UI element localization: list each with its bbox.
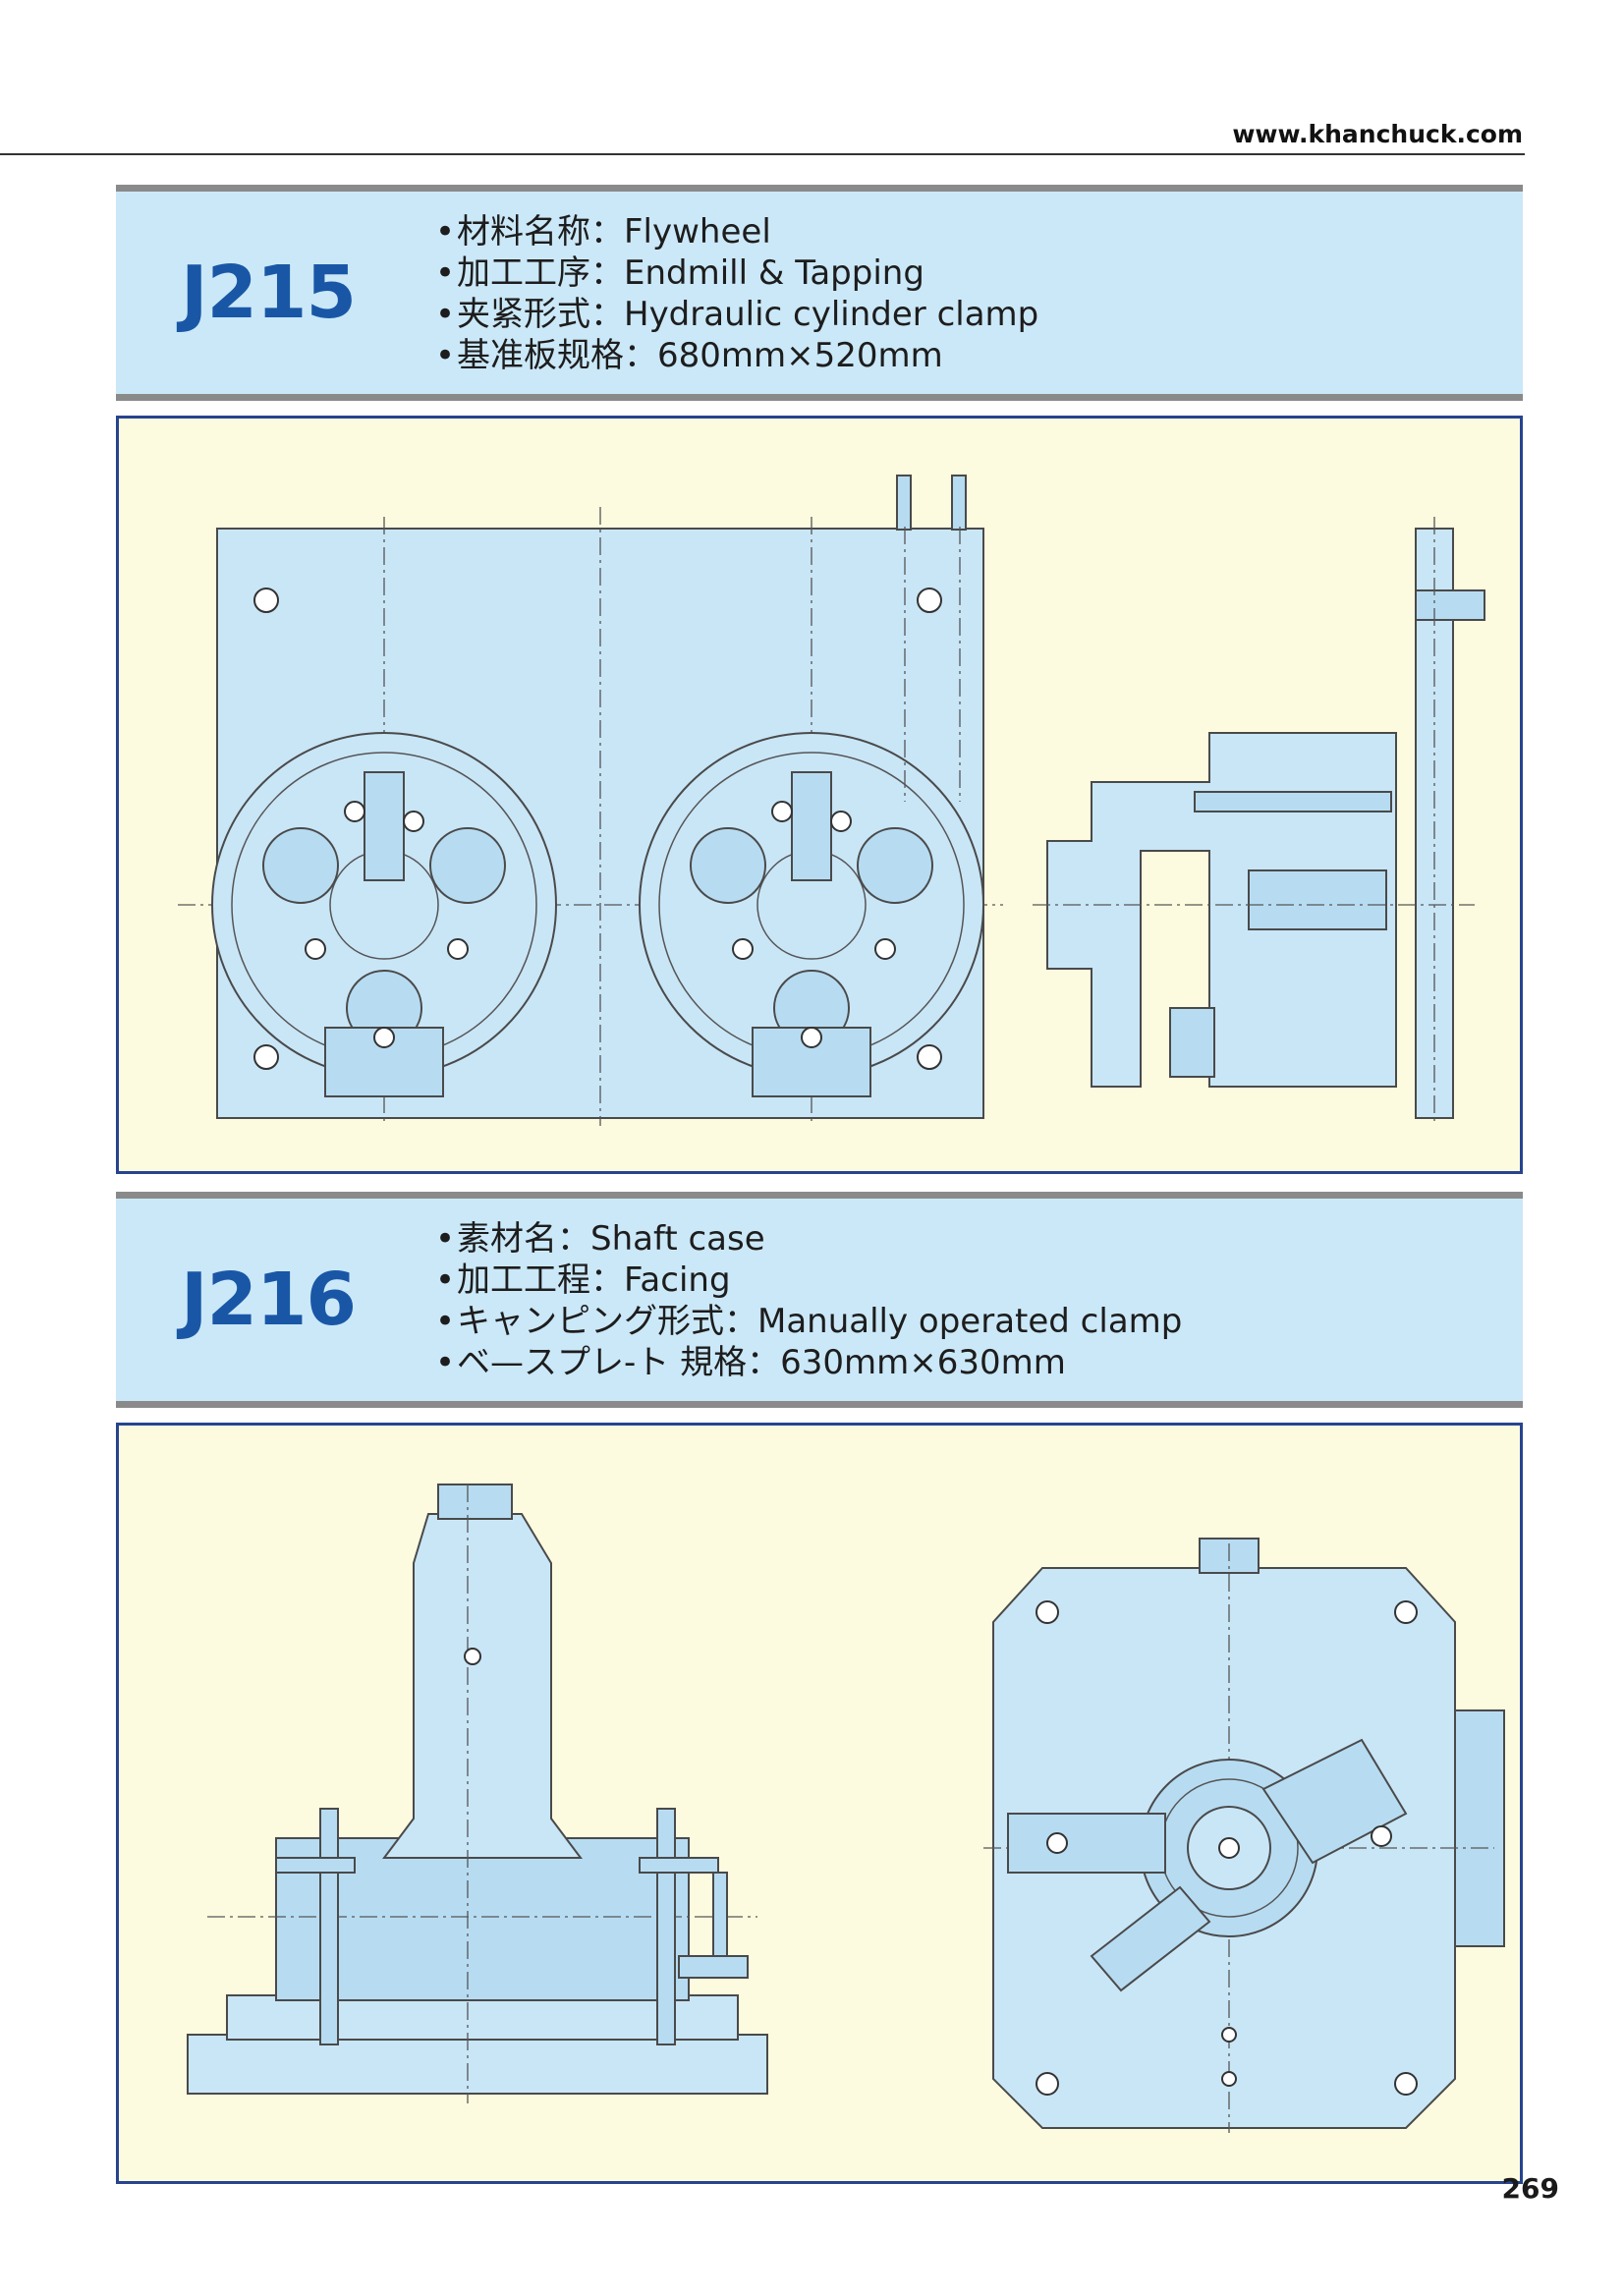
spec-clamp-type: •キャンピング形式：Manually operated clamp bbox=[435, 1302, 1183, 1341]
fixture-drawing-j215 bbox=[178, 475, 1485, 1126]
spec-base-plate: •ベ—スプレ-ト 規格：630mm×630mm bbox=[435, 1343, 1066, 1382]
product-header-j216: J216 •素材名：Shaft case •加工工程：Facing •キャンピン… bbox=[116, 1192, 1523, 1408]
spec-process: •加工工序：Endmill & Tapping bbox=[435, 253, 924, 293]
product-code: J216 bbox=[181, 1258, 357, 1342]
drawing-panel-j216 bbox=[116, 1423, 1523, 2184]
spec-process: •加工工程：Facing bbox=[435, 1260, 731, 1300]
top-rule bbox=[0, 153, 1525, 155]
site-url[interactable]: www.khanchuck.com bbox=[1232, 120, 1523, 148]
page-number: 269 bbox=[1501, 2172, 1559, 2205]
spec-base-plate: •基准板规格：680mm×520mm bbox=[435, 336, 943, 375]
product-header-j215: J215 •材料名称：Flywheel •加工工序：Endmill & Tapp… bbox=[116, 185, 1523, 401]
spec-material: •素材名：Shaft case bbox=[435, 1219, 765, 1259]
spec-list: •素材名：Shaft case •加工工程：Facing •キャンピング形式：M… bbox=[435, 1218, 1182, 1383]
spec-material: •材料名称：Flywheel bbox=[435, 212, 771, 252]
fixture-drawing-j216 bbox=[187, 1484, 1505, 2133]
spec-list: •材料名称：Flywheel •加工工序：Endmill & Tapping •… bbox=[435, 211, 1038, 376]
product-code: J215 bbox=[181, 251, 357, 335]
spec-clamp-type: •夹紧形式：Hydraulic cylinder clamp bbox=[435, 295, 1039, 334]
drawing-panel-j215 bbox=[116, 416, 1523, 1174]
